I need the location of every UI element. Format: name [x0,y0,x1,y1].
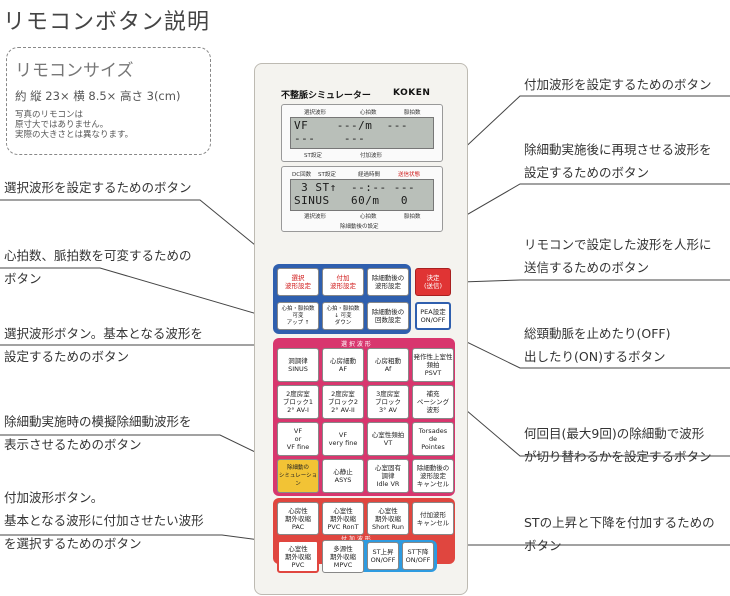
panel-label: 経過時間 [358,172,381,178]
size-note: 実際の大きさとは異なります。 [15,130,134,140]
add-group-label: 付 加 波 形 [341,534,371,543]
send-button[interactable]: 決定(送信) [415,268,451,296]
post-defib-count-button[interactable]: 除細動後の回数設定 [367,302,409,330]
post-defib-waveform-setting-button[interactable]: 除細動後の波形設定 [367,268,409,296]
panel-label: ST設定 [304,153,322,159]
add-waveform-setting-button[interactable]: 付加波形設定 [322,268,364,296]
lcd-line: --- --- [294,132,366,145]
remote-size-box: リモコンサイズ 約 縦 23× 横 8.5× 高さ 3(cm) 写真のリモコンは… [6,47,211,155]
pacing-button[interactable]: 補充ペーシング波形 [412,385,454,419]
page-title: リモコンボタン説明 [3,10,211,35]
annotation-st-buttons: STの上昇と下降を付加するための ボタン [524,515,715,553]
annotation-pea-button: 総頸動脈を止めたり(OFF) 出したり(ON)するボタン [524,326,671,364]
lcd-panel-post-defib: DC回数 ST設定 経過時間 送信状態 3 ST↑ --:-- --- SINU… [281,166,443,232]
annotation-send-button: リモコンで設定した波形を人形に 送信するためのボタン [524,237,712,275]
annotation-post-defib-waveform: 除細動実施後に再現させる波形を 設定するためのボタン [524,142,712,180]
panel-label: 脈拍数 [404,214,421,220]
select-waveform-setting-button[interactable]: 選択波形設定 [277,268,319,296]
annotation-add-waveform-setting: 付加波形を設定するためのボタン [524,77,712,92]
select-group-label: 選 択 波 形 [341,341,371,348]
rate-up-button[interactable]: 心拍・脈拍数可変アップ ↑ [277,302,319,330]
annotation-select-buttons: 選択波形ボタン。基本となる波形を 設定するためのボタン [4,326,203,364]
size-heading: リモコンサイズ [15,61,134,81]
remote-title: 不整脈シミュレーター [281,91,371,101]
panel-label: 心拍数 [360,110,377,116]
panel-label: DC回数 [292,172,312,178]
remote-controller: 不整脈シミュレーター KOKEN 選択波形 心拍数 脈拍数 VF ---/m -… [254,63,468,595]
size-note: 写真のリモコンは [15,110,84,120]
panel-label: ST設定 [318,172,336,178]
add-waveform-cancel-button[interactable]: 付加波形キャンセル [412,502,454,535]
lcd-line: SINUS 60/m 0 [294,194,408,207]
defib-simulation-button[interactable]: 除細動のシミュレーション [277,459,319,493]
size-dimensions: 約 縦 23× 横 8.5× 高さ 3(cm) [15,89,181,103]
panel-label: 選択波形 [304,110,327,116]
panel-label: 選択波形 [304,214,327,220]
annotation-defib-simulation: 除細動実施時の模擬除細動波形を 表示させるためのボタン [4,414,192,452]
lcd-line: 3 ST↑ --:-- --- [294,181,416,194]
annotation-select-waveform: 選択波形を設定するためのボタン [4,180,192,195]
lcd-panel-current: 選択波形 心拍数 脈拍数 VF ---/m --- --- --- ST設定 付… [281,104,443,162]
post-defib-cancel-button[interactable]: 除細動後の波形設定キャンセル [412,459,454,493]
panel-label: 送信状態 [398,172,421,178]
remote-logo: KOKEN [393,88,431,98]
panel-caption: 除細動後の設定 [340,224,379,230]
size-note: 原寸大ではありません。 [15,120,109,130]
lcd-line: VF ---/m --- [294,119,408,132]
lcd-display-post-defib: 3 ST↑ --:-- --- SINUS 60/m 0 [290,179,434,211]
panel-label: 付加波形 [360,153,383,159]
panel-label: 脈拍数 [404,110,421,116]
lcd-display-current: VF ---/m --- --- --- [290,117,434,149]
annotation-additional-buttons: 付加波形ボタン。 基本となる波形に付加させたい波形 を選択するためのボタン [4,490,204,551]
annotation-rate-change: 心拍数、脈拍数を可変するための ボタン [4,248,192,286]
rate-down-button[interactable]: 心拍・脈拍数↓ 可変ダウン [322,302,364,330]
panel-label: 心拍数 [360,214,377,220]
annotation-defib-count: 何回目(最大9回)の除細動で波形 が切り替わるかを設定するボタン [524,426,712,464]
